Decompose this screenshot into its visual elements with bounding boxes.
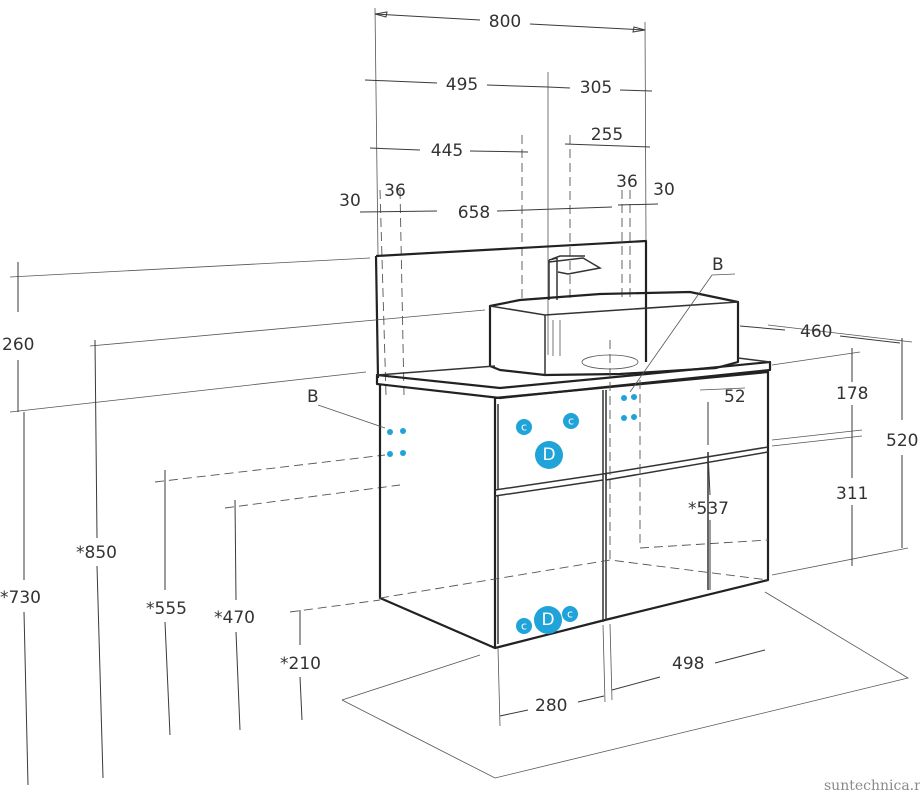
left-extension-lines xyxy=(9,257,486,613)
svg-text:D: D xyxy=(542,445,555,465)
dim-311-label: 311 xyxy=(836,484,868,504)
dim-495-label: 495 xyxy=(446,75,478,95)
marker-c-upper-left: c xyxy=(516,419,532,435)
dim-178-label: 178 xyxy=(836,384,868,404)
mounting-points-right xyxy=(621,394,637,421)
faucet-icon xyxy=(548,255,603,300)
countertop xyxy=(375,357,772,400)
marker-d-upper: D xyxy=(535,441,563,469)
right-vertical-dims xyxy=(707,325,903,590)
svg-text:c: c xyxy=(521,421,527,434)
dim-52-label: 52 xyxy=(724,387,746,407)
dim-line-800 xyxy=(374,11,646,33)
dim-658-label: 658 xyxy=(458,203,490,223)
dim-555-label: *555 xyxy=(146,599,187,619)
svg-text:D: D xyxy=(541,610,554,630)
svg-text:c: c xyxy=(568,415,574,428)
mounting-points-left xyxy=(387,428,406,457)
callout-b-left-label: B xyxy=(307,387,319,407)
marker-d-lower: D xyxy=(534,606,562,634)
dim-470-label: *470 xyxy=(214,608,255,628)
marker-c-lower-left: c xyxy=(516,618,532,634)
dim-800-label: 800 xyxy=(489,12,521,32)
dim-460-label: 460 xyxy=(800,322,832,342)
basin xyxy=(488,290,740,377)
backsplash-panel xyxy=(374,239,648,379)
dim-255-label: 255 xyxy=(591,125,623,145)
right-extension-lines xyxy=(699,324,913,576)
callout-b-left xyxy=(317,404,386,429)
callout-b-right xyxy=(629,273,736,393)
dim-520-label: 520 xyxy=(886,431,918,451)
floor-outline xyxy=(341,591,910,779)
marker-c-lower-right: c xyxy=(562,606,578,622)
watermark-text: suntechnica.ru xyxy=(824,778,920,794)
dim-445-label: 445 xyxy=(431,141,463,161)
svg-text:c: c xyxy=(521,620,527,633)
dim-498-label: 498 xyxy=(672,654,704,674)
dim-305-label: 305 xyxy=(580,78,612,98)
dim-280-label: 280 xyxy=(535,696,567,716)
cabinet-hidden-lines xyxy=(379,340,769,599)
marker-c-upper-right: c xyxy=(563,413,579,429)
dim-30-left-label: 30 xyxy=(339,191,361,211)
callout-b-right-label: B xyxy=(712,255,724,275)
dim-537-label: *537 xyxy=(688,499,729,519)
dim-260-label: 260 xyxy=(2,335,34,355)
svg-text:c: c xyxy=(567,608,573,621)
dim-730-label: *730 xyxy=(0,588,41,608)
dim-30-right-label: 30 xyxy=(653,180,675,200)
dim-line-445-255 xyxy=(369,143,651,153)
dim-36-right-label: 36 xyxy=(616,172,638,192)
dim-line-495-305 xyxy=(364,79,653,92)
dim-210-label: *210 xyxy=(280,654,321,674)
dim-36-left-label: 36 xyxy=(384,181,406,201)
left-vertical-dims xyxy=(17,262,303,786)
dim-850-label: *850 xyxy=(76,543,117,563)
dim-line-658 xyxy=(359,203,659,213)
top-extension-lines xyxy=(374,7,647,396)
bottom-dims xyxy=(497,623,766,727)
